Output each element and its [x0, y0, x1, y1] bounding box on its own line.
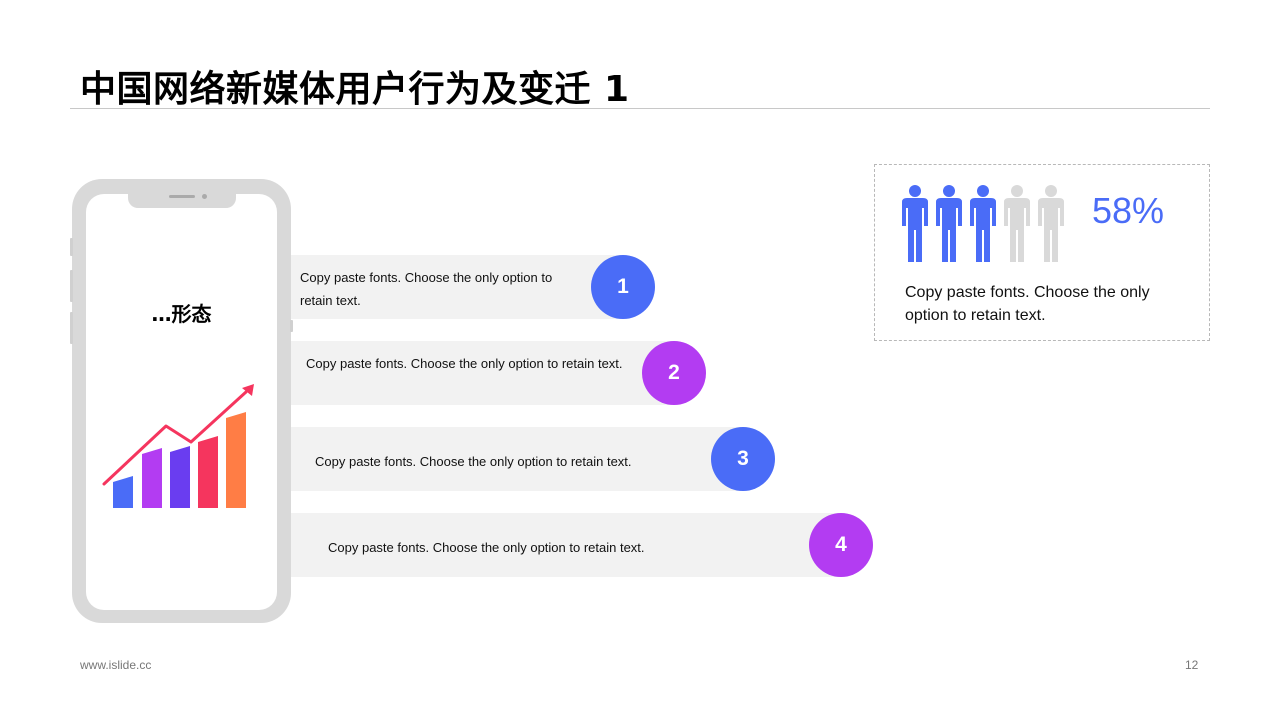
item-bar-2	[291, 341, 674, 405]
phone-speaker	[169, 195, 195, 198]
phone-side-button	[70, 238, 73, 256]
item-badge-4: 4	[809, 513, 873, 577]
item-badge-1: 1	[591, 255, 655, 319]
growth-bar-1	[113, 476, 133, 508]
item-text-1: Copy paste fonts. Choose the only option…	[300, 270, 553, 308]
person-icon	[936, 185, 962, 262]
phone-volume-up-button	[70, 270, 73, 302]
item-bar-1	[291, 255, 623, 319]
stat-percentage: 58%	[1092, 190, 1165, 231]
growth-chart-icon	[102, 384, 254, 508]
page-number: 12	[1185, 658, 1199, 672]
stat-card	[874, 164, 1210, 341]
item-bar-4	[291, 513, 841, 577]
item-badge-2: 2	[642, 341, 706, 405]
person-icon	[1038, 185, 1064, 262]
growth-bar-5	[226, 412, 246, 508]
footer-url: www.islide.cc	[80, 658, 152, 672]
phone-label: …形态	[151, 302, 212, 326]
phone-notch	[128, 190, 236, 208]
people-icons	[902, 185, 1064, 262]
growth-bar-4	[198, 436, 218, 508]
item-text-2: Copy paste fonts. Choose the only option…	[306, 356, 623, 371]
phone-volume-down-button	[70, 312, 73, 344]
person-icon	[902, 185, 928, 262]
phone-screen	[86, 194, 277, 610]
slide-title: 中国网络新媒体用户行为及变迁 1	[80, 69, 630, 110]
growth-arrow-head	[242, 384, 254, 396]
item-badge-3: 3	[711, 427, 775, 491]
phone-power-button	[290, 320, 293, 332]
growth-arrow-line	[102, 390, 248, 486]
item-bar-3	[291, 427, 743, 491]
stat-description: Copy paste fonts. Choose the only option…	[905, 284, 1150, 324]
growth-bar-3	[170, 446, 190, 508]
growth-bar-2	[142, 448, 162, 508]
phone-camera	[202, 194, 207, 199]
person-icon	[970, 185, 996, 262]
item-text-4: Copy paste fonts. Choose the only option…	[328, 540, 645, 555]
title-divider	[70, 108, 1210, 109]
person-icon	[1004, 185, 1030, 262]
item-text-3: Copy paste fonts. Choose the only option…	[315, 454, 632, 469]
